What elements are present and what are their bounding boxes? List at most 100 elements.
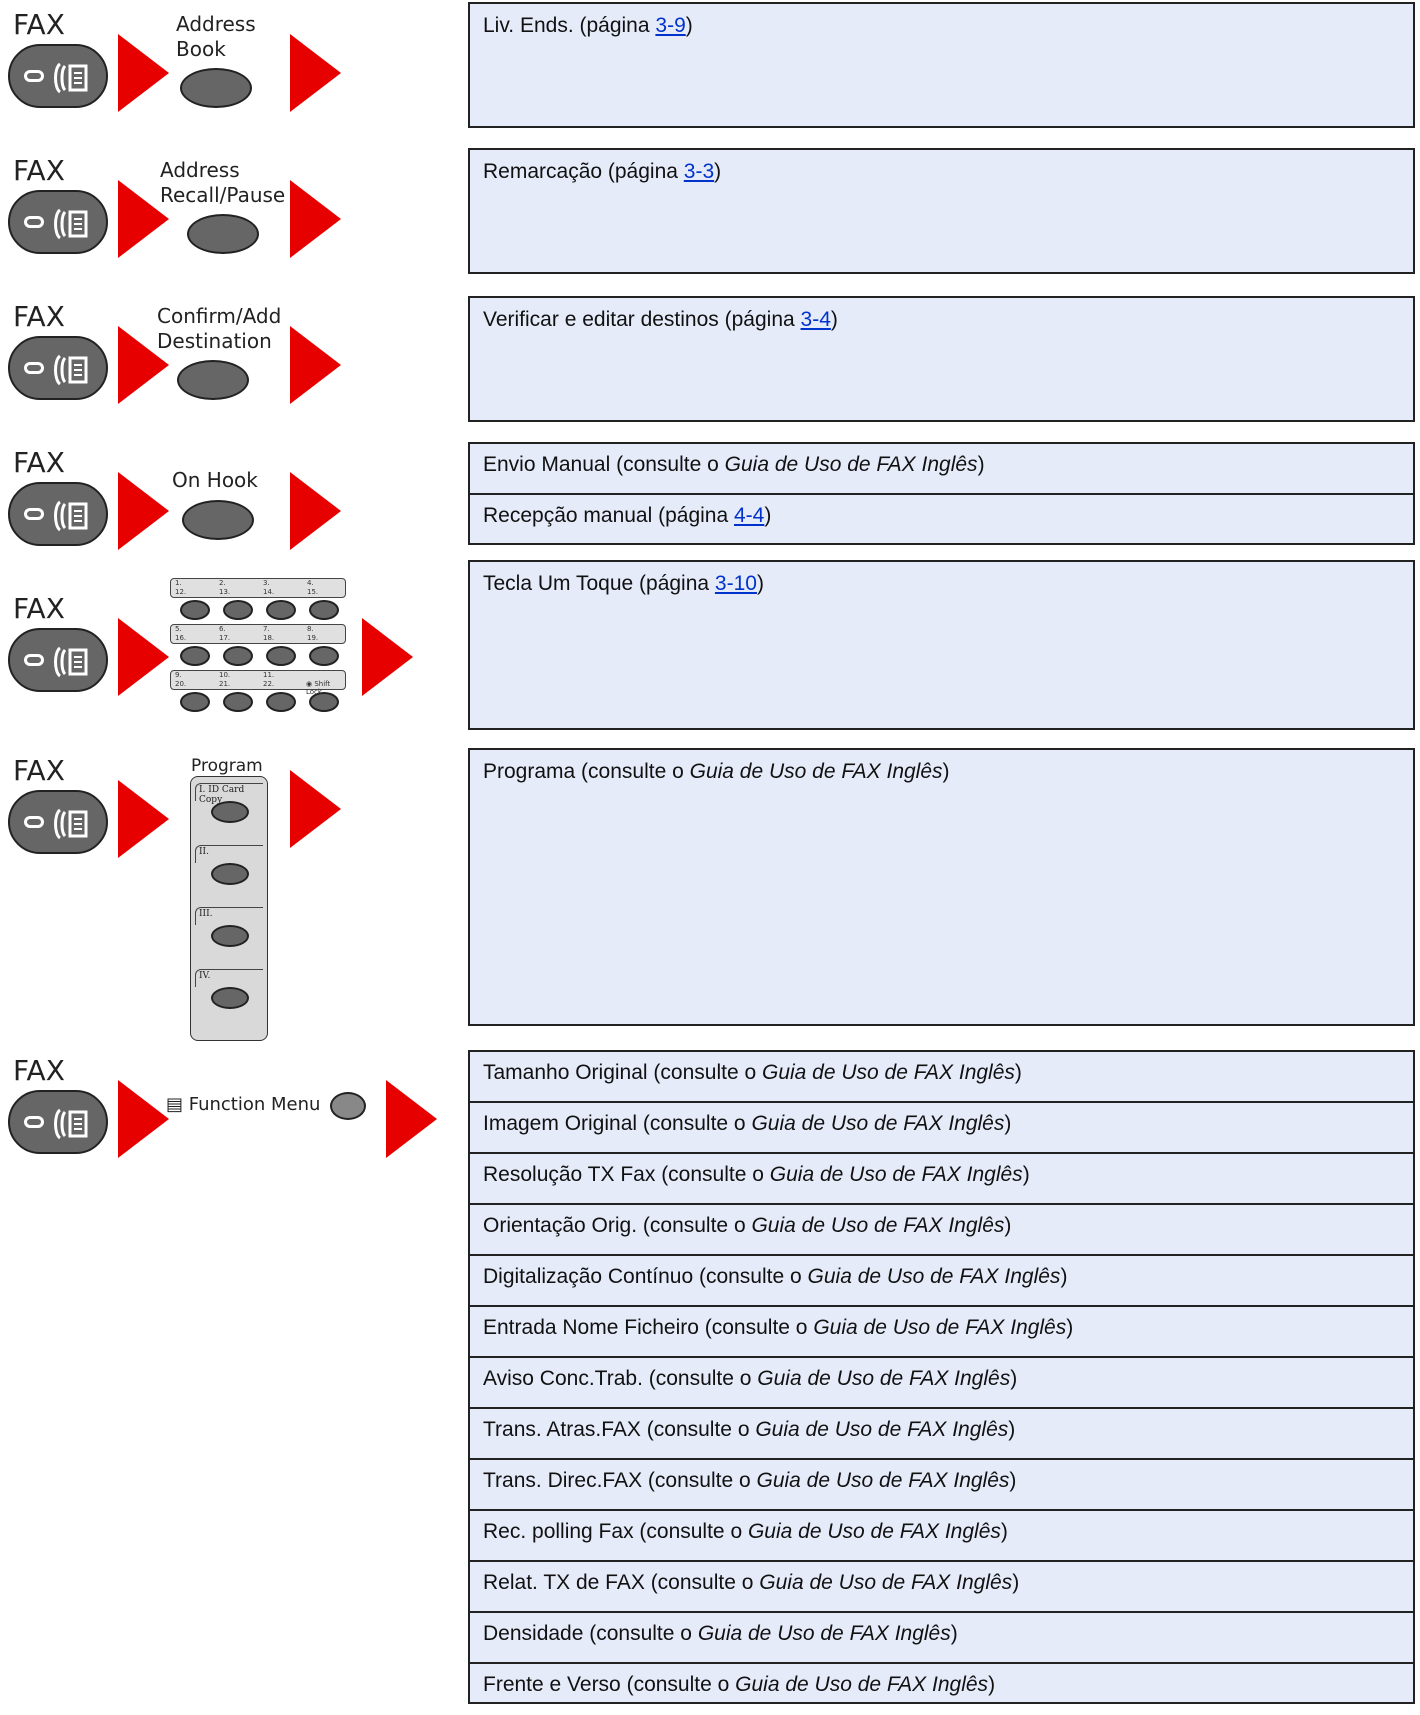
program-key[interactable] — [211, 863, 249, 885]
page-link[interactable]: 3-4 — [800, 308, 831, 331]
guide-reference: Guia de Uso de FAX Inglês — [755, 1418, 1009, 1441]
menu-row[interactable]: Verificar e editar destinos (página 3-4) — [470, 298, 1413, 342]
fax-phone-icon — [50, 806, 94, 842]
menu-row[interactable]: Trans. Atras.FAX (consulte o Guia de Uso… — [470, 1409, 1413, 1460]
one-touch-key[interactable] — [266, 600, 296, 620]
page-link[interactable]: 3-10 — [714, 572, 757, 595]
program-slot-label: II. — [195, 845, 263, 863]
panel-key[interactable] — [187, 214, 259, 254]
key-number: 22. — [263, 680, 275, 688]
arrow-right-icon — [118, 780, 169, 858]
function-menu-key[interactable] — [330, 1092, 366, 1120]
key-number: 13. — [219, 588, 231, 596]
one-touch-key[interactable] — [223, 692, 253, 712]
menu-row[interactable]: Relat. TX de FAX (consulte o Guia de Uso… — [470, 1562, 1413, 1613]
menu-row[interactable]: Liv. Ends. (página 3-9) — [470, 4, 1413, 48]
fax-key[interactable] — [8, 190, 108, 254]
one-touch-key[interactable] — [266, 692, 296, 712]
one-touch-key[interactable] — [309, 692, 339, 712]
program-key[interactable] — [211, 987, 249, 1009]
program-key[interactable] — [211, 925, 249, 947]
guide-reference: Guia de Uso de FAX Inglês — [724, 453, 978, 476]
menu-row[interactable]: Tecla Um Toque (página 3-10) — [470, 562, 1413, 606]
arrow-right-icon — [290, 180, 341, 258]
page-link[interactable]: 4-4 — [734, 504, 765, 527]
one-touch-key[interactable] — [223, 646, 253, 666]
menu-row[interactable]: Entrada Nome Ficheiro (consulte o Guia d… — [470, 1307, 1413, 1358]
key-number: 5. — [175, 625, 182, 633]
indicator-icon — [24, 216, 44, 228]
menu-row[interactable]: Aviso Conc.Trab. (consulte o Guia de Uso… — [470, 1358, 1413, 1409]
key-number: 11. — [263, 671, 275, 679]
fax-key[interactable] — [8, 44, 108, 108]
menu-item-text: Envio Manual (consulte o — [483, 453, 725, 476]
menu-box: Verificar e editar destinos (página 3-4) — [468, 296, 1415, 422]
page-link[interactable]: 3-3 — [683, 160, 715, 183]
fax-label: FAX — [13, 754, 65, 787]
menu-box: Tecla Um Toque (página 3-10) — [468, 560, 1415, 730]
menu-row[interactable]: Rec. polling Fax (consulte o Guia de Uso… — [470, 1511, 1413, 1562]
menu-item-text: Remarcação (página — [483, 160, 684, 183]
menu-item-suffix: ) — [714, 160, 722, 183]
menu-item-text: Verificar e editar destinos (página — [483, 308, 801, 331]
menu-row[interactable]: Densidade (consulte o Guia de Uso de FAX… — [470, 1613, 1413, 1664]
key-number: 6. — [219, 625, 226, 633]
one-touch-key[interactable] — [180, 600, 210, 620]
one-touch-key[interactable] — [266, 646, 296, 666]
fax-label: FAX — [13, 446, 65, 479]
one-touch-key[interactable] — [223, 600, 253, 620]
fax-key[interactable] — [8, 1090, 108, 1154]
key-number: 17. — [219, 634, 231, 642]
key-label-line: Address — [176, 12, 256, 36]
menu-item-suffix: ) — [1009, 1469, 1017, 1492]
guide-reference: Guia de Uso de FAX Inglês — [735, 1673, 989, 1696]
program-key[interactable] — [211, 801, 249, 823]
menu-item-suffix: ) — [950, 1622, 958, 1645]
menu-item-suffix: ) — [1004, 1112, 1012, 1135]
fax-key[interactable] — [8, 336, 108, 400]
key-number: 18. — [263, 634, 275, 642]
menu-item-text: Frente e Verso (consulte o — [483, 1673, 736, 1696]
menu-box: Remarcação (página 3-3) — [468, 148, 1415, 274]
arrow-right-icon — [118, 180, 169, 258]
one-touch-key[interactable] — [180, 646, 210, 666]
menu-item-suffix: ) — [830, 308, 838, 331]
panel-key[interactable] — [182, 500, 254, 540]
fax-key[interactable] — [8, 482, 108, 546]
page-link[interactable]: 3-9 — [655, 14, 686, 37]
key-number: 16. — [175, 634, 187, 642]
fax-phone-icon — [50, 206, 94, 242]
menu-row[interactable]: Frente e Verso (consulte o Guia de Uso d… — [470, 1664, 1413, 1715]
program-slot-label: IV. — [195, 969, 263, 987]
fax-key[interactable] — [8, 790, 108, 854]
menu-item-text: Tecla Um Toque (página — [483, 572, 715, 595]
one-touch-key[interactable] — [180, 692, 210, 712]
menu-row[interactable]: Orientação Orig. (consulte o Guia de Uso… — [470, 1205, 1413, 1256]
key-number: 10. — [219, 671, 231, 679]
guide-reference: Guia de Uso de FAX Inglês — [807, 1265, 1061, 1288]
menu-item-suffix: ) — [942, 760, 950, 783]
arrow-right-icon — [362, 618, 413, 696]
panel-key[interactable] — [180, 68, 252, 108]
menu-box: Tamanho Original (consulte o Guia de Uso… — [468, 1050, 1415, 1704]
menu-row[interactable]: Digitalização Contínuo (consulte o Guia … — [470, 1256, 1413, 1307]
menu-row[interactable]: Imagem Original (consulte o Guia de Uso … — [470, 1103, 1413, 1154]
menu-item-text: Rec. polling Fax (consulte o — [483, 1520, 748, 1543]
menu-row[interactable]: Remarcação (página 3-3) — [470, 150, 1413, 194]
fax-label: FAX — [13, 300, 65, 333]
menu-row[interactable]: Resolução TX Fax (consulte o Guia de Uso… — [470, 1154, 1413, 1205]
menu-row[interactable]: Envio Manual (consulte o Guia de Uso de … — [470, 444, 1413, 495]
menu-row[interactable]: Programa (consulte o Guia de Uso de FAX … — [470, 750, 1413, 794]
menu-row[interactable]: Recepção manual (página 4-4) — [470, 495, 1413, 546]
key-number: 12. — [175, 588, 187, 596]
menu-row[interactable]: Tamanho Original (consulte o Guia de Uso… — [470, 1052, 1413, 1103]
key-number: 21. — [219, 680, 231, 688]
one-touch-key[interactable] — [309, 600, 339, 620]
menu-row[interactable]: Trans. Direc.FAX (consulte o Guia de Uso… — [470, 1460, 1413, 1511]
fax-key[interactable] — [8, 628, 108, 692]
key-label-strip: 5.6.7.8.16.17.18.19. — [170, 624, 346, 644]
panel-key[interactable] — [177, 360, 249, 400]
menu-item-suffix: ) — [764, 504, 772, 527]
one-touch-key[interactable] — [309, 646, 339, 666]
